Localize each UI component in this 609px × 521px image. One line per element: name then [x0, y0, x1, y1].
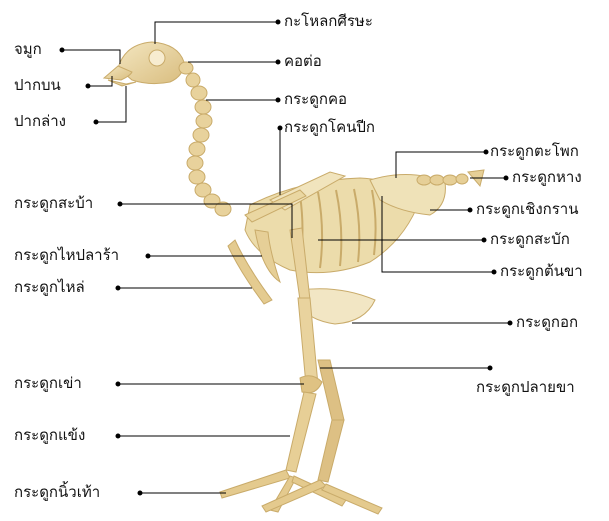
neck-vertebrae [179, 62, 231, 216]
label-tarsometatarsus: กระดูกแข้ง [14, 426, 85, 444]
label-pygostyle: กระดูกตะโพก [490, 142, 579, 160]
eye-socket [149, 50, 165, 66]
leader-nostril [60, 48, 120, 64]
label-tail: กระดูกหาง [512, 168, 582, 186]
label-atlas: คอต่อ [284, 52, 322, 70]
label-sternum: กระดูกอก [516, 313, 578, 331]
leader-knee [116, 382, 304, 386]
leader-tibia [320, 366, 492, 370]
leader-lower-beak [94, 86, 126, 124]
skeleton [104, 42, 484, 514]
leader-sternum [352, 321, 512, 325]
leader-tarsometatarsus [116, 434, 290, 438]
label-lower-beak: ปากล่าง [14, 112, 66, 130]
label-humerus: กระดูกโคนปีก [284, 118, 375, 136]
leader-atlas [188, 60, 280, 64]
label-nostril: จมูก [14, 40, 42, 58]
leader-coracoid [116, 286, 252, 290]
label-toes: กระดูกนิ้วเท้า [14, 483, 100, 501]
toe-bones [220, 470, 382, 514]
tarsometatarsus-bone [286, 392, 316, 472]
tibia-right [318, 360, 344, 420]
tarsus-right [318, 420, 344, 482]
label-knee: กระดูกเข่า [14, 374, 82, 392]
leader-humerus [278, 126, 282, 195]
label-scapula-right: กระดูกสะบัก [490, 230, 570, 248]
leader-skull [155, 20, 280, 44]
leader-furcula [146, 254, 262, 258]
label-femur: กระดูกต้นขา [500, 262, 583, 280]
label-coracoid: กระดูกไหล่ [14, 278, 85, 296]
label-upper-beak: ปากบน [14, 76, 61, 94]
label-pelvis: กระดูกเชิงกราน [476, 200, 578, 218]
label-skull: กะโหลกศีรษะ [284, 12, 373, 30]
label-scapula-left: กระดูกสะบ้า [14, 194, 93, 212]
label-neck: กระดูกคอ [284, 90, 347, 108]
leader-toes [138, 491, 226, 495]
leader-neck [206, 98, 280, 102]
label-furcula: กระดูกไหปลาร้า [14, 246, 119, 264]
label-tibia: กระดูกปลายขา [476, 378, 575, 396]
